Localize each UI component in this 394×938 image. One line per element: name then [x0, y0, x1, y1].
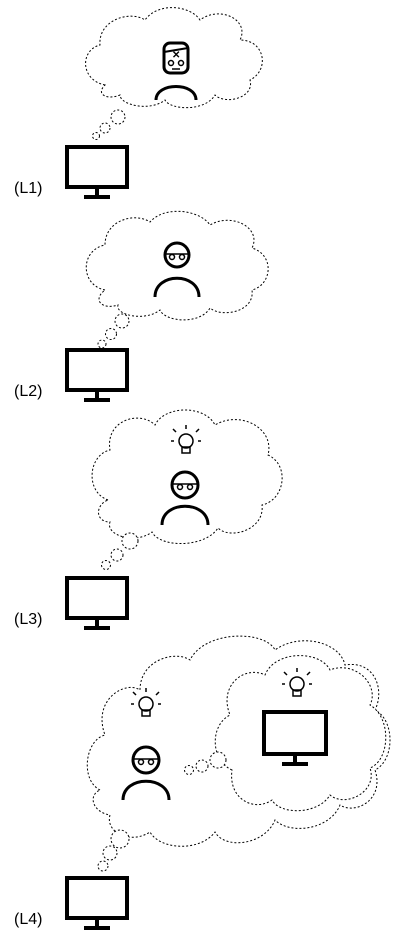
level-label: (L2) [14, 383, 43, 400]
monitor-icon [65, 145, 129, 199]
person-icon [160, 470, 210, 526]
svg-text:✕: ✕ [172, 50, 180, 61]
level-label: (L4) [14, 911, 43, 928]
monitor-icon [65, 576, 129, 630]
thought-cloud [184, 655, 387, 812]
lightbulb-icon [131, 688, 161, 717]
level-2 [65, 210, 269, 402]
thought-cloud [85, 7, 263, 140]
monitor-icon [65, 348, 129, 402]
monitor-icon [262, 710, 328, 766]
thought-cloud [91, 409, 283, 570]
lightbulb-icon [282, 668, 312, 697]
level-3 [65, 409, 283, 630]
level-1: ✕ [65, 7, 263, 199]
lightbulb-icon [171, 425, 201, 454]
level-4 [65, 635, 391, 930]
level-label: (L3) [14, 611, 43, 628]
person-icon [121, 745, 171, 801]
person-icon [153, 241, 201, 298]
confused-person-icon: ✕ [154, 41, 198, 101]
level-label: (L1) [14, 180, 43, 197]
monitor-icon [65, 876, 129, 930]
